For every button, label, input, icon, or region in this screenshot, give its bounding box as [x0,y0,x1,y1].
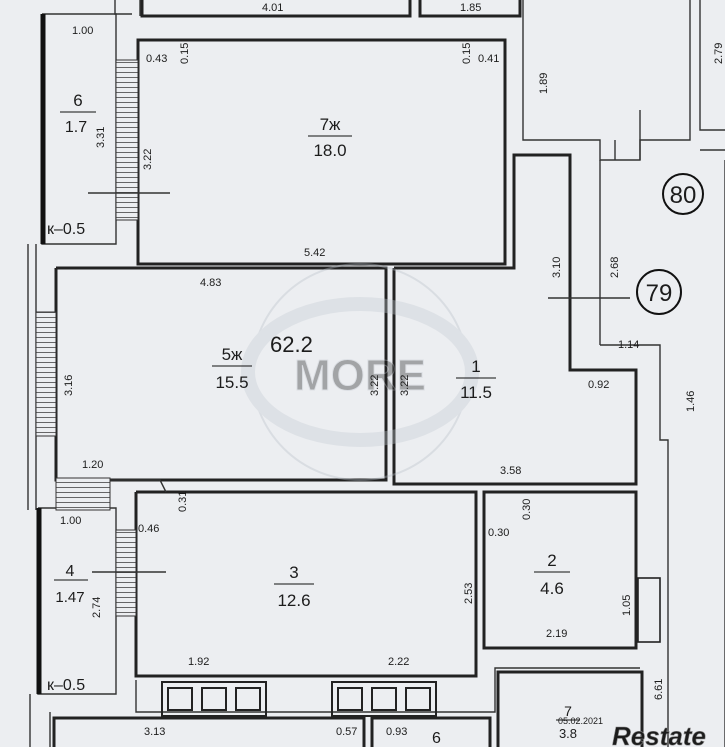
dim-0-93: 0.93 [386,726,407,738]
room-number: 7 [564,703,572,719]
dim-1-14: 1.14 [618,339,639,351]
room-number: 4 [66,563,75,580]
dim-0-46: 0.46 [138,523,159,535]
room-label-6: 6 1.7 [60,91,96,136]
watermark-text: MORE [294,351,426,400]
dim-1-20: 1.20 [82,459,103,471]
dim-2-68: 2.68 [609,257,621,278]
room-area: 12.6 [277,591,310,610]
dim-1-05: 1.05 [621,595,633,616]
dim-5-42: 5.42 [304,247,325,259]
dim-2-22: 2.22 [388,656,409,668]
dim-3-22-room5: 3.22 [369,375,381,396]
dim-3-31: 3.31 [95,127,107,148]
dim-0-57: 0.57 [336,726,357,738]
dim-2-74: 2.74 [91,597,103,618]
room-area: 1.47 [55,589,84,606]
dim-6-61: 6.61 [653,679,665,700]
room-area: 1.7 [65,119,87,136]
room-label-1: 1 11.5 [456,357,496,402]
dim-3-13: 3.13 [144,726,165,738]
room-number: 2 [547,551,556,570]
dim-1-00-top: 1.00 [72,25,93,37]
room-area: 11.5 [460,383,492,402]
footer-logo-text: Restate [612,721,706,747]
room-label-4: 4 1.47 [54,563,88,606]
room-label-7: 7ж 18.0 [308,115,352,160]
room-number: 7ж [320,115,341,134]
watermark: MORE [241,263,479,481]
balcony-4-coefficient: к–0.5 [47,677,85,694]
dim-6: 6 [432,730,441,747]
room-2-walls [482,490,638,650]
dim-0-43: 0.43 [146,53,167,65]
room-3-window [92,529,166,617]
dimension-labels: 4.01 1.85 2.79 1.89 1.00 3.31 0.43 0.15 … [60,2,725,747]
dim-4-83: 4.83 [200,277,221,289]
dim-0-30-horizontal: 0.30 [488,527,509,539]
dim-0-15-left: 0.15 [179,43,191,64]
room-7-window [88,59,170,221]
dim-1-46: 1.46 [685,391,697,412]
restate-logo: Restate [612,721,707,747]
dim-0-41: 0.41 [478,53,499,65]
room-5-window [35,311,57,437]
room-number: 3 [289,563,298,582]
room-area: 4.6 [540,579,564,598]
total-area: 62.2 [270,332,313,357]
apartment-number-79: 79 [636,269,682,315]
dim-1-85: 1.85 [460,2,481,14]
room-number: 1 [471,357,480,376]
dim-3-22-room7: 3.22 [142,149,154,170]
room-area: 18.0 [313,141,346,160]
ventilation-blocks [161,681,437,717]
room-area: 15.5 [215,373,248,392]
balcony-door-steps [55,477,167,511]
dim-0-15-right: 0.15 [461,43,473,64]
dim-0-30-vertical: 0.30 [521,499,533,520]
bathroom-window [637,577,661,643]
svg-text:80: 80 [670,182,697,209]
dim-3-16: 3.16 [63,375,75,396]
dim-4-01: 4.01 [262,2,283,14]
svg-text:79: 79 [646,280,673,307]
room-1-walls [392,153,638,486]
dim-3-58: 3.58 [500,465,521,477]
dim-1-92: 1.92 [188,656,209,668]
room-label-3: 3 12.6 [274,563,314,610]
room-label-5: 5ж 15.5 [212,345,252,392]
room-number: 5ж [222,345,243,364]
room-area: 3.8 [559,726,577,741]
room-label-7-neighbour: 7 3.8 [556,703,580,741]
dim-2-19: 2.19 [546,628,567,640]
balcony-6-coefficient: к–0.5 [47,221,85,238]
dim-3-22-room1: 3.22 [399,375,411,396]
room-label-2: 2 4.6 [534,551,570,598]
dim-3-10: 3.10 [551,257,563,278]
bottom-neighbour-walls [52,670,644,747]
dim-0-31: 0.31 [177,491,189,512]
dim-2-53: 2.53 [463,583,475,604]
footer-date: 05.02.2021 [558,716,603,726]
dim-1-00-bottom: 1.00 [60,515,81,527]
apartment-number-80: 80 [662,173,704,215]
dim-0-92: 0.92 [588,379,609,391]
room-number: 6 [73,91,82,110]
dim-1-89: 1.89 [538,73,550,94]
dim-2-79: 2.79 [713,43,725,64]
